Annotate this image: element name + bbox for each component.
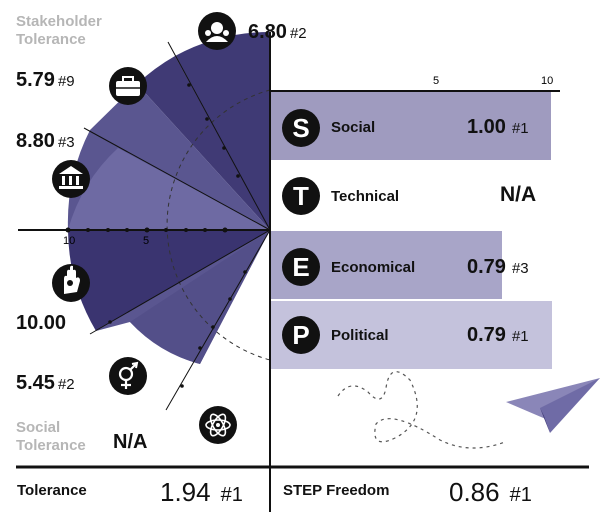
stakeholder-tolerance-line-2: Tolerance: [16, 31, 86, 48]
value-business-rank: #9: [57, 73, 75, 90]
sector-gender-outer: [130, 230, 270, 364]
bar-label-economical: Economical: [331, 259, 416, 276]
bar-label-social: Social: [331, 119, 376, 136]
total-tolerance-rank: #1: [220, 484, 243, 506]
sector-stakeholder: [175, 31, 270, 230]
stakeholder-tolerance-line-1: Stakeholder: [16, 13, 102, 30]
spoke-gender: [165, 229, 271, 411]
radial-axis-dots: [65, 227, 228, 233]
spoke-institutional: [83, 127, 271, 231]
radial-tick-10: 10: [63, 235, 75, 247]
total-step-rank: #1: [509, 484, 532, 506]
social-tolerance-line-2: Tolerance: [16, 437, 86, 454]
value-stakeholder: 6.80#2: [248, 22, 307, 42]
bar-value-economical-score: 0.79: [467, 256, 506, 278]
value-business-score: 5.79: [16, 69, 55, 91]
value-disability: 10.00#1: [16, 313, 86, 333]
svg-text:P: P: [292, 320, 309, 350]
bar-value-social: 1.00 #1: [467, 117, 529, 137]
bar-value-social-score: 1.00: [467, 116, 506, 138]
sector-institutional-overlay: [68, 148, 270, 230]
bar-label-political: Political: [331, 327, 389, 344]
value-disability-rank: #1: [69, 316, 86, 333]
value-institutional-rank: #3: [57, 134, 75, 151]
briefcase-icon: [109, 67, 147, 105]
social-tolerance-line-1: Social: [16, 419, 61, 436]
sector-disability: [68, 230, 270, 331]
group-icon: [198, 12, 236, 50]
svg-text:S: S: [292, 113, 309, 143]
bar-value-political-score: 0.79: [467, 324, 506, 346]
atom-icon: [199, 406, 237, 444]
sector-business: [137, 56, 270, 230]
total-tolerance-score: 1.94: [160, 477, 211, 507]
value-disability-score: 10.00: [16, 312, 67, 334]
bar-value-technical: N/A: [500, 183, 537, 206]
value-stakeholder-score: 6.80: [248, 21, 287, 43]
social-tolerance-title: Social Tolerance: [16, 419, 86, 455]
value-stakeholder-rank: #2: [289, 25, 307, 42]
bar-value-economical: 0.79 #3: [467, 257, 529, 277]
value-institutional-score: 8.80: [16, 130, 55, 152]
radial-tick-5: 5: [143, 235, 149, 247]
total-tolerance-label: Tolerance: [17, 482, 87, 499]
value-gender: 5.45#2: [16, 373, 75, 393]
bar-value-economical-rank: #3: [511, 260, 529, 277]
total-step-score: 0.86: [449, 477, 500, 507]
total-tolerance-value: 1.94 #1: [160, 479, 243, 505]
value-business: 5.79#9: [16, 70, 75, 90]
badge-t: T: [282, 177, 320, 215]
spoke-disability: [89, 229, 271, 335]
paper-plane-icon: [506, 378, 600, 433]
value-gender-score: 5.45: [16, 372, 55, 394]
spoke-stakeholder: [167, 41, 271, 231]
hand-icon: [52, 264, 90, 302]
svg-text:T: T: [293, 181, 309, 211]
badge-p: P: [282, 316, 320, 354]
badge-s: S: [282, 109, 320, 147]
badge-e: E: [282, 248, 320, 286]
stakeholder-tolerance-title: Stakeholder Tolerance: [16, 13, 102, 49]
gender-icon: [109, 357, 147, 395]
spoke-tick-dots: [108, 83, 247, 388]
bar-value-social-rank: #1: [511, 120, 529, 137]
total-step-value: 0.86 #1: [449, 479, 532, 505]
svg-text:E: E: [292, 252, 309, 282]
step-tick-5: 5: [433, 75, 439, 87]
step-tick-10: 10: [541, 75, 553, 87]
social-tolerance-value: N/A: [113, 431, 148, 453]
plane-trail: [337, 371, 506, 449]
value-institutional: 8.80#3: [16, 131, 75, 151]
value-gender-rank: #2: [57, 376, 75, 393]
bar-label-technical: Technical: [331, 188, 400, 205]
tolerance-radial-chart: [67, 31, 271, 364]
bar-value-political: 0.79 #1: [467, 325, 529, 345]
total-step-label: STEP Freedom: [283, 482, 390, 499]
bar-value-political-rank: #1: [511, 328, 529, 345]
bank-icon: [52, 160, 90, 198]
